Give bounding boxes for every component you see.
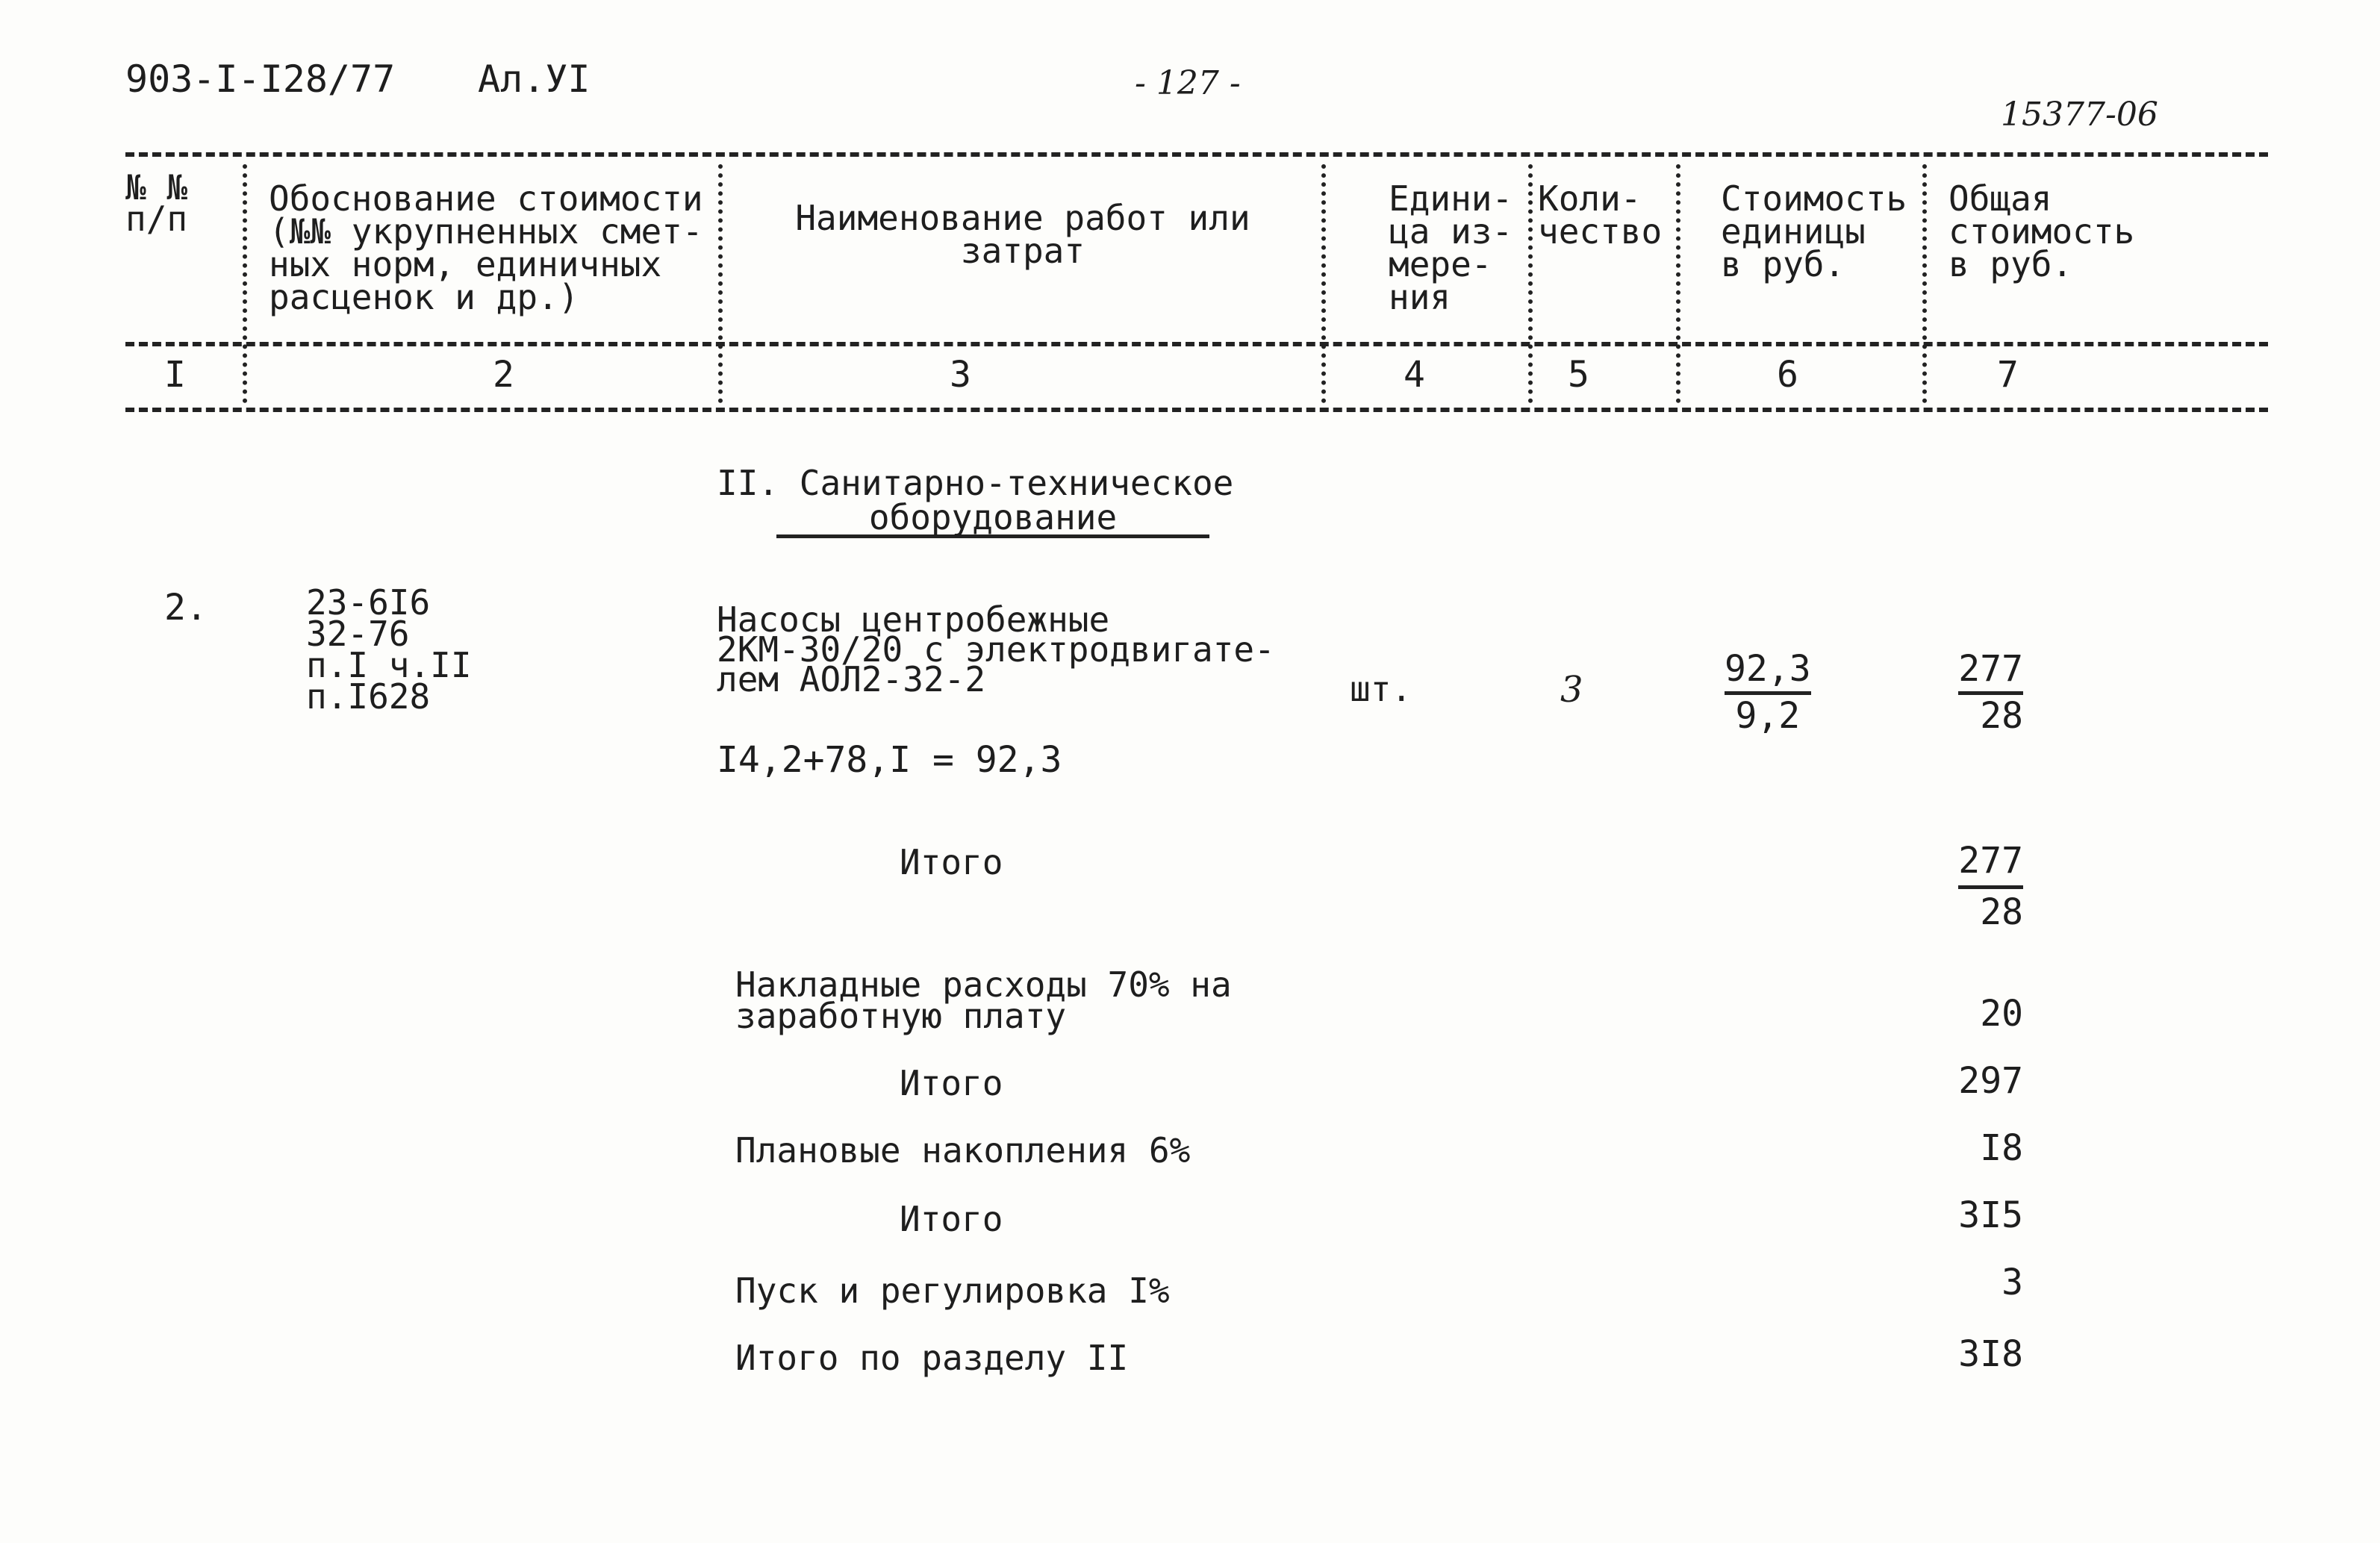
- document-code: 903-I-I28/77: [125, 57, 396, 101]
- summary-label: Накладные расходы 70% на заработную плат…: [735, 964, 1232, 1036]
- subtotal-total: 277: [1958, 838, 2023, 889]
- summary-label: Плановые накопления 6%: [735, 1130, 1191, 1171]
- column-number-6: 6: [1777, 354, 1798, 396]
- inventory-number: 15377-06: [2001, 96, 2158, 134]
- column-header-7: Общая стоимость в руб.: [1948, 178, 2135, 284]
- column-header-2: Обоснование стоимости (№№ укрупненных см…: [269, 178, 703, 317]
- page-number: - 127 -: [1135, 64, 1241, 102]
- summary-label: Итого: [900, 1199, 1003, 1239]
- unit-cost-total: 92,3: [1725, 648, 1811, 695]
- column-number-7: 7: [1997, 354, 2019, 396]
- summary-value: 277 28: [1941, 838, 2023, 935]
- column-number-2: 2: [493, 354, 514, 396]
- table-numbers-rule: [125, 408, 2268, 412]
- section-title: II. Санитарно-техническое: [717, 463, 1234, 503]
- album-number: Ал.УI: [478, 57, 591, 101]
- column-separator: [1676, 164, 1680, 403]
- summary-value: I8: [1980, 1127, 2023, 1169]
- summary-label: Пуск и регулировка I%: [735, 1271, 1170, 1311]
- total-cost-wages: 28: [1980, 695, 2023, 737]
- column-separator: [1321, 164, 1326, 403]
- item-unit-cost: 92,3 9,2: [1725, 648, 1811, 737]
- item-quantity: 3: [1560, 669, 1583, 711]
- item-name: Насосы центробежные 2КМ-30/20 с электрод…: [717, 599, 1275, 699]
- column-header-4: Едини- ца из- мере- ния: [1389, 178, 1513, 317]
- item-basis: 23-6I6 32-76 п.I ч.II п.I628: [306, 582, 472, 717]
- unit-cost-wages: 9,2: [1735, 695, 1801, 737]
- table-header-rule: [125, 342, 2268, 346]
- column-header-6: Стоимость единицы в руб.: [1721, 178, 1907, 284]
- column-number-5: 5: [1568, 354, 1589, 396]
- summary-label: Итого: [900, 842, 1003, 882]
- table-top-rule: [125, 152, 2268, 157]
- summary-label: Итого: [900, 1063, 1003, 1103]
- column-header-1: № № п/п: [125, 167, 188, 239]
- total-cost-total: 277: [1958, 648, 2023, 695]
- summary-label: Итого по разделу II: [735, 1338, 1129, 1378]
- item-unit: шт.: [1350, 669, 1412, 709]
- summary-value: 3: [2001, 1262, 2023, 1303]
- column-number-4: 4: [1404, 354, 1425, 396]
- summary-value: 297: [1958, 1060, 2023, 1102]
- item-calculation: I4,2+78,I = 92,3: [717, 739, 1062, 781]
- subtotal-wages: 28: [1980, 891, 2023, 933]
- column-header-3: Наименование работ или затрат: [795, 198, 1250, 271]
- summary-value: 3I8: [1958, 1333, 2023, 1375]
- item-number: 2.: [164, 587, 208, 629]
- column-separator: [718, 164, 723, 403]
- item-total-cost: 277 28: [1956, 648, 2023, 737]
- column-separator: [1922, 164, 1927, 403]
- summary-value: 20: [1980, 993, 2023, 1035]
- summary-value: 3I5: [1958, 1194, 2023, 1236]
- column-separator: [243, 164, 247, 403]
- column-header-5: Коли- чество: [1538, 178, 1663, 252]
- section-title-underlined: оборудование: [776, 500, 1209, 538]
- column-separator: [1528, 164, 1533, 403]
- column-number-1: I: [164, 354, 186, 396]
- column-number-3: 3: [950, 354, 971, 396]
